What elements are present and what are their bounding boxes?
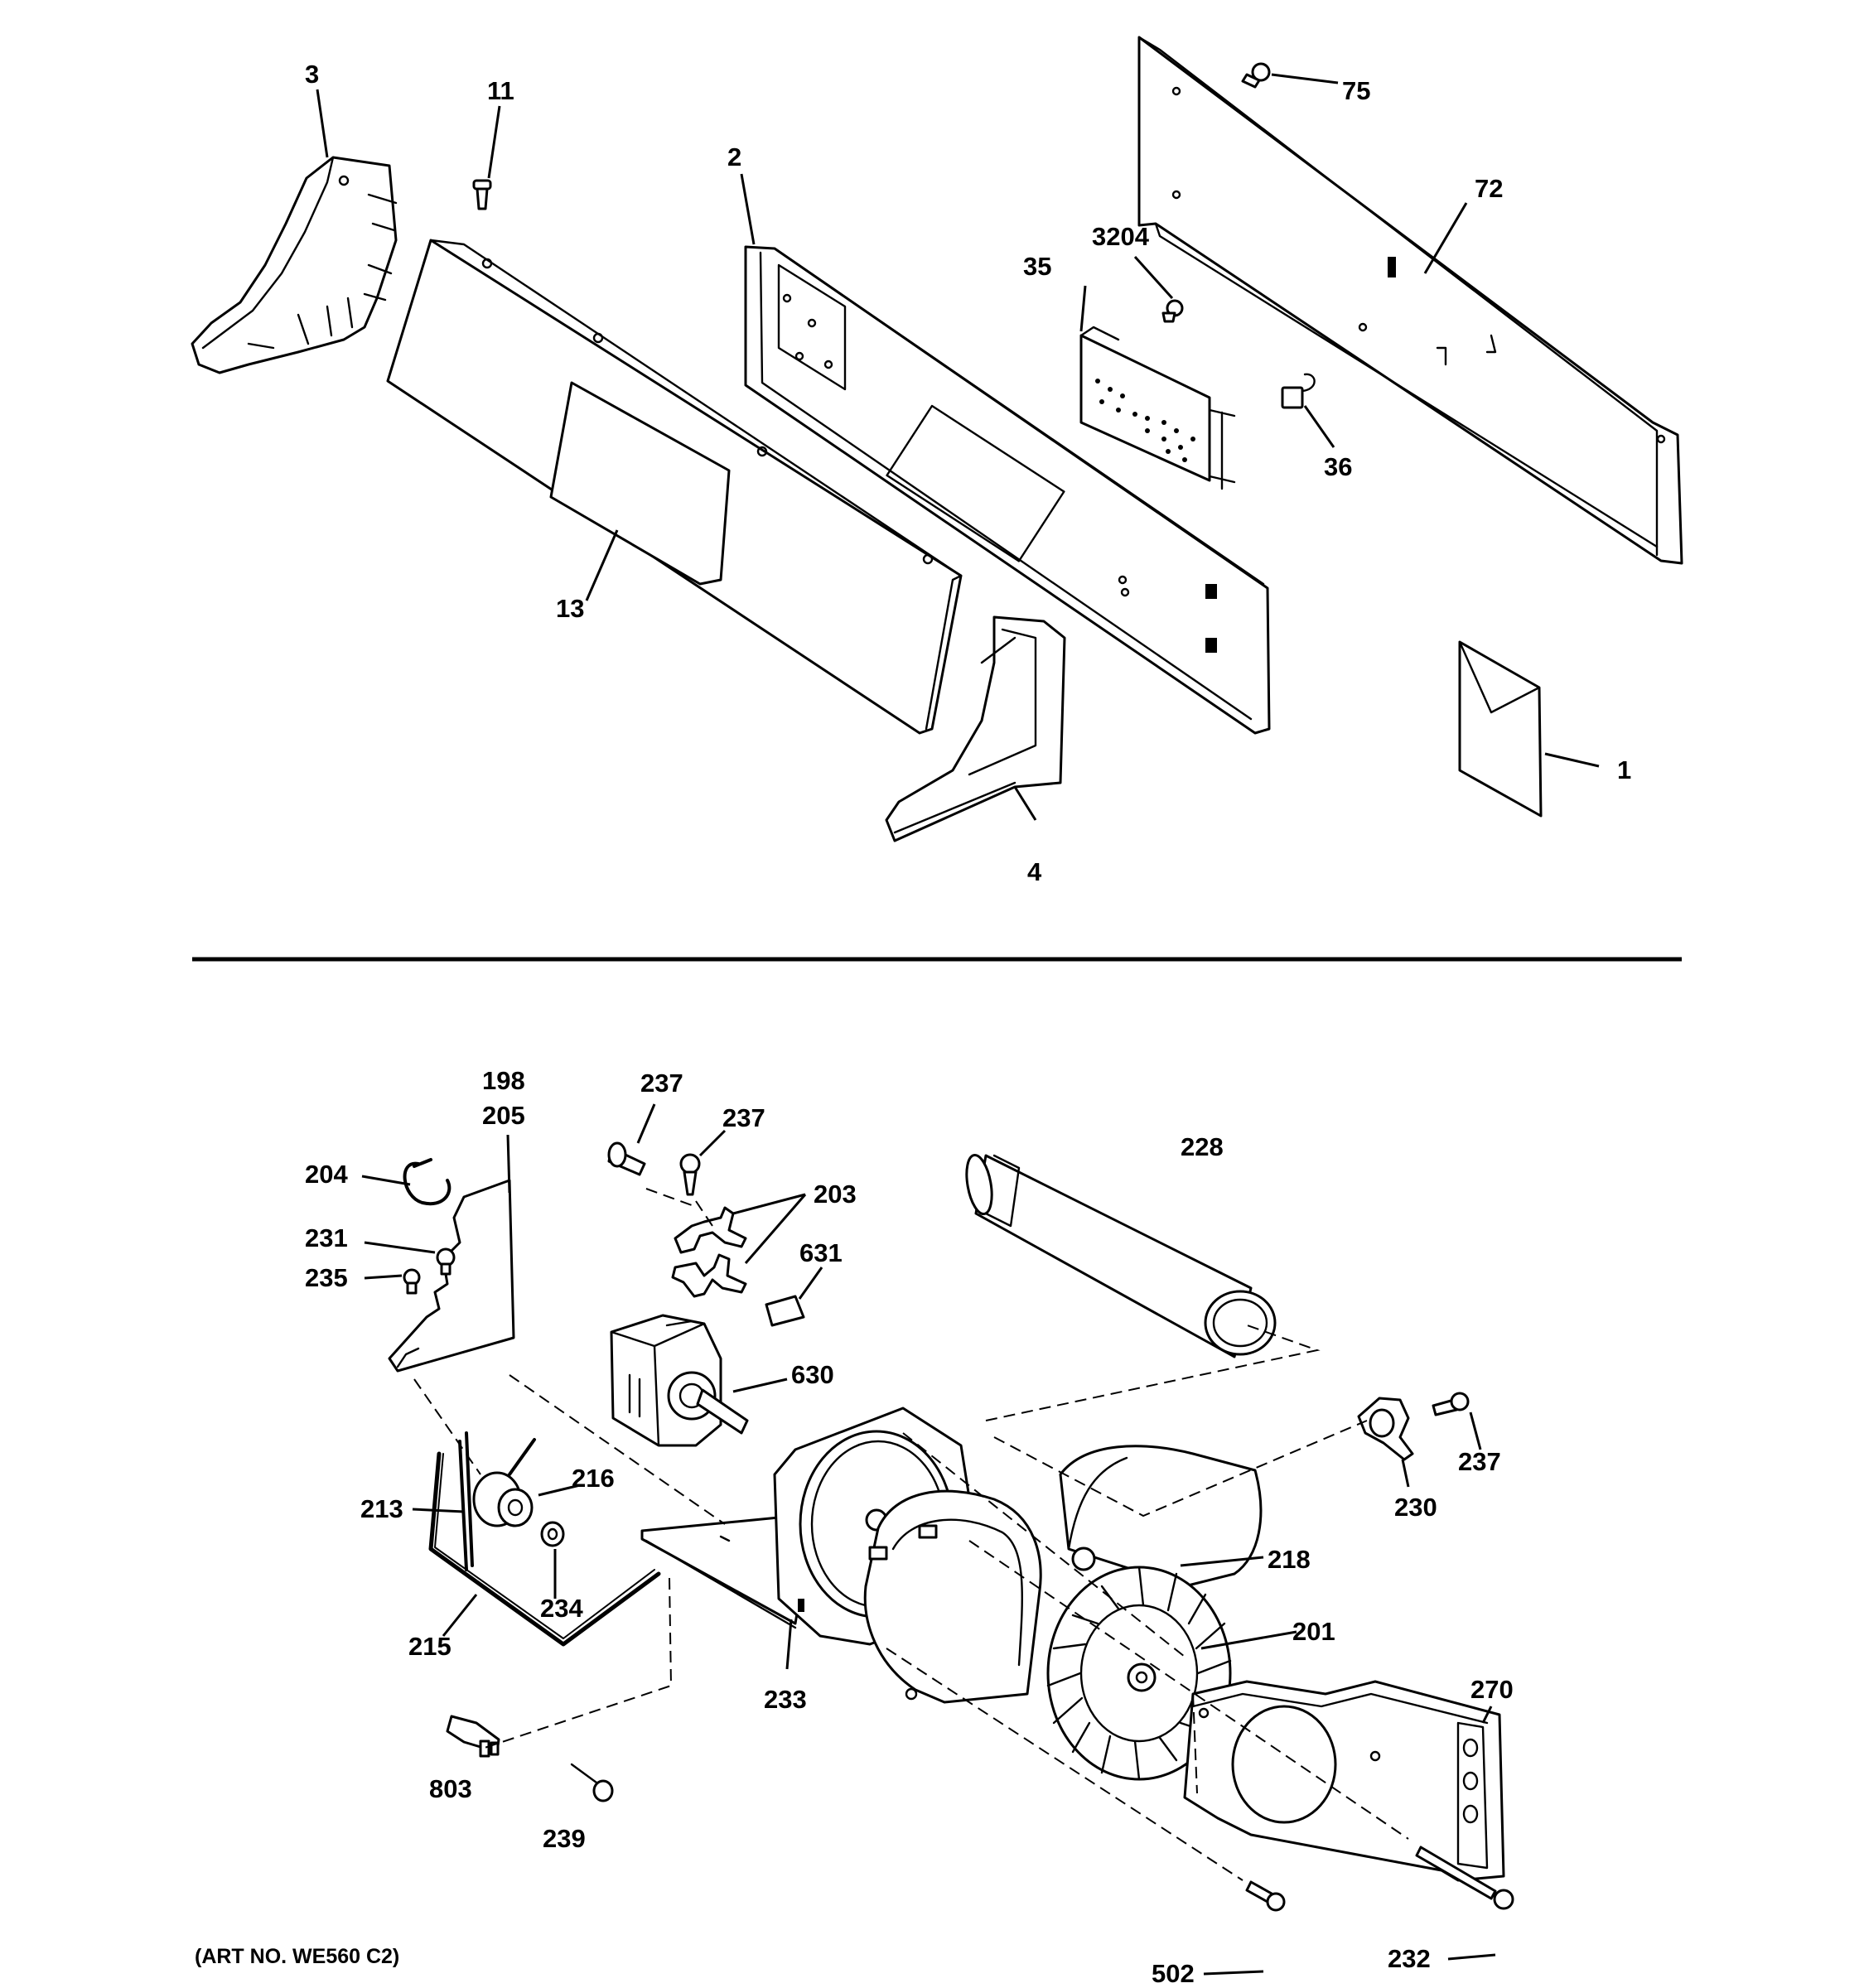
callout-3: 3	[305, 60, 319, 89]
part-75-screw	[1241, 62, 1271, 89]
part-215-rod	[428, 1451, 661, 1647]
callout-218: 218	[1268, 1545, 1311, 1574]
callout-35: 35	[1023, 252, 1051, 281]
callout-631: 631	[799, 1238, 843, 1267]
part-231-screw	[436, 1247, 456, 1276]
callout-232: 232	[1388, 1944, 1431, 1973]
part-205-motor-bracket	[388, 1179, 515, 1373]
part-803-switch	[446, 1715, 500, 1758]
callout-228: 228	[1181, 1132, 1224, 1161]
part-203-clamp-b	[671, 1253, 747, 1298]
callout-239: 239	[543, 1824, 586, 1853]
callout-502: 502	[1152, 1959, 1195, 1988]
callout-11: 11	[487, 76, 514, 105]
callout-36: 36	[1324, 452, 1352, 481]
callout-3204: 3204	[1092, 222, 1150, 251]
part-270-blower-cover	[1183, 1680, 1505, 1882]
part-11-screw	[472, 179, 492, 210]
blower-wheel	[1046, 1566, 1232, 1781]
callout-237-right: 237	[1458, 1447, 1501, 1476]
callout-72: 72	[1475, 174, 1503, 203]
callout-13: 13	[556, 594, 584, 623]
part-239-screw	[570, 1763, 614, 1802]
callout-630: 630	[791, 1360, 834, 1389]
callout-201: 201	[1292, 1617, 1335, 1646]
art-number: (ART NO. WE560 C2)	[195, 1945, 399, 1968]
callout-237-mid: 237	[722, 1103, 765, 1132]
callout-237-top: 237	[640, 1069, 683, 1098]
part-4-right-endcap	[885, 615, 1066, 842]
callout-233: 233	[764, 1685, 807, 1714]
callout-215: 215	[408, 1632, 452, 1661]
callout-labels: 1 2 3 4 11 13 35 36 72 75 3204 198 205 2…	[195, 60, 1631, 1988]
callout-198: 198	[482, 1066, 525, 1095]
part-13-control-panel	[386, 239, 963, 735]
part-234-washer	[540, 1521, 565, 1547]
callout-1: 1	[1617, 755, 1631, 784]
part-201-housing-ring	[863, 1489, 1042, 1704]
callout-230: 230	[1394, 1493, 1437, 1522]
part-203-clamp-a	[674, 1206, 747, 1254]
callout-204: 204	[305, 1160, 348, 1189]
part-502-screw	[1245, 1880, 1286, 1912]
callout-803: 803	[429, 1774, 472, 1803]
callout-2: 2	[727, 142, 741, 171]
part-72-rear-panel	[1137, 36, 1683, 565]
callout-213: 213	[360, 1494, 403, 1523]
part-3-left-endcap	[191, 156, 398, 374]
bottom-leaders	[361, 1103, 1496, 1976]
callout-234: 234	[540, 1594, 583, 1623]
callout-75: 75	[1342, 76, 1370, 105]
part-228-duct-tube	[965, 1153, 1277, 1358]
part-230-thermostat	[1357, 1397, 1414, 1461]
part-3204-screw	[1161, 299, 1184, 323]
callout-205: 205	[482, 1101, 525, 1130]
callout-4: 4	[1027, 857, 1042, 886]
part-631-block	[765, 1295, 805, 1327]
part-204-clip	[403, 1158, 452, 1206]
part-237-screw-c	[1432, 1392, 1470, 1416]
callout-235: 235	[305, 1263, 348, 1292]
callout-216: 216	[572, 1464, 615, 1493]
part-235-screw	[403, 1268, 421, 1295]
part-237-screw-a	[607, 1141, 646, 1176]
part-36-connector	[1281, 373, 1316, 409]
callout-270: 270	[1470, 1675, 1514, 1704]
part-630-drive-motor	[610, 1314, 749, 1447]
part-232-long-screw	[1415, 1846, 1514, 1910]
callout-231: 231	[305, 1223, 348, 1252]
assembly-dashed-lines	[413, 1188, 1409, 1881]
top-leaders	[316, 73, 1600, 821]
part-218-blower-housing	[773, 1407, 1263, 1646]
part-237-screw-b	[679, 1153, 701, 1196]
part-2-panel-frame	[744, 245, 1271, 735]
callout-203: 203	[814, 1180, 857, 1209]
part-35-board	[1079, 326, 1236, 490]
part-216-pulley	[472, 1471, 534, 1527]
part-1-envelope	[1458, 640, 1543, 818]
